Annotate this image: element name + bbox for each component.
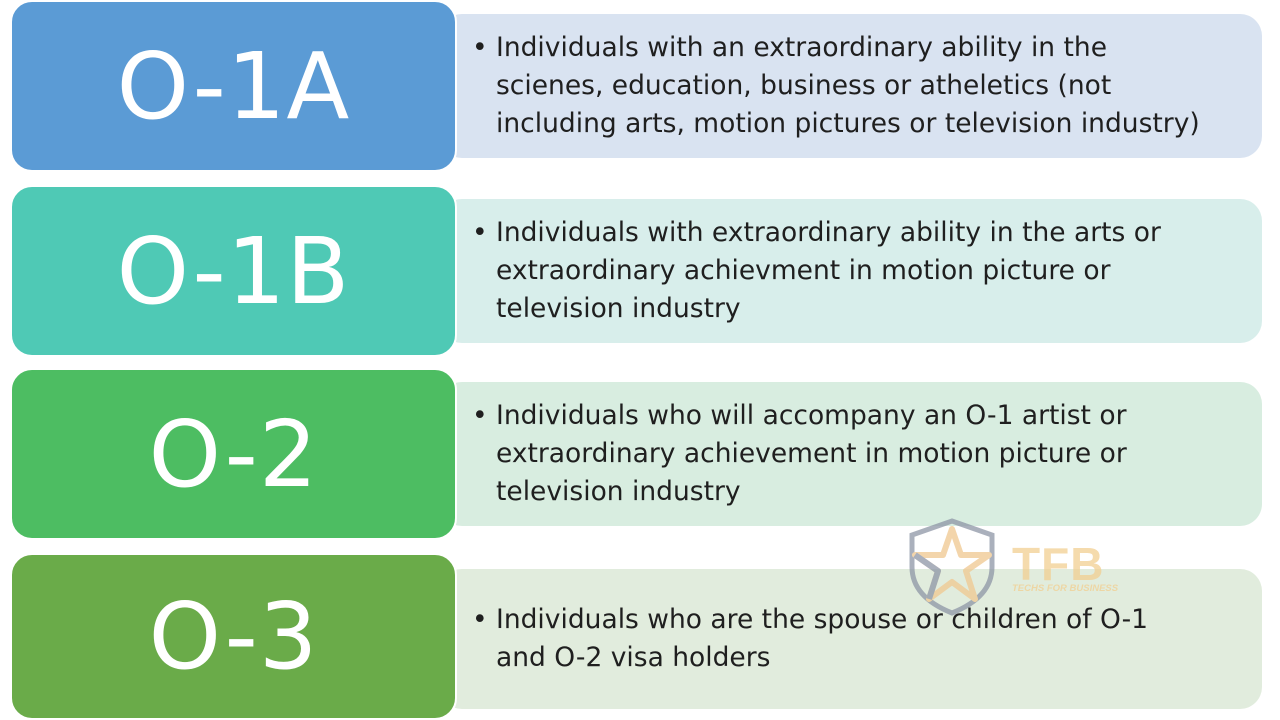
description-text-o1a: • Individuals with an extraordinary abil… [472, 29, 1200, 143]
description-line: television industry [496, 293, 741, 324]
description-line: Individuals who are the spouse or childr… [496, 604, 1149, 635]
watermark-subtitle: TECHS FOR BUSINESS [1012, 583, 1119, 594]
bullet-icon: • [472, 400, 488, 431]
description-line: Individuals with extraordinary ability i… [496, 217, 1161, 248]
category-row-o1b: • Individuals with extraordinary ability… [0, 185, 1280, 357]
description-text-o1b: • Individuals with extraordinary ability… [472, 214, 1161, 328]
category-label-text: O-3 [148, 583, 319, 690]
star-shield-icon [909, 518, 995, 616]
description-line: Individuals who will accompany an O-1 ar… [496, 400, 1127, 431]
bullet-icon: • [472, 32, 488, 63]
description-text-o2: • Individuals who will accompany an O-1 … [472, 397, 1127, 511]
category-label-o1a: O-1A [10, 0, 457, 172]
description-line: and O-2 visa holders [496, 642, 771, 673]
category-row-o2: • Individuals who will accompany an O-1 … [0, 368, 1280, 540]
category-label-o1b: O-1B [10, 185, 457, 357]
category-row-o1a: • Individuals with an extraordinary abil… [0, 0, 1280, 172]
description-panel-o1b: • Individuals with extraordinary ability… [440, 199, 1262, 343]
category-label-o2: O-2 [10, 368, 457, 540]
description-panel-o2: • Individuals who will accompany an O-1 … [440, 382, 1262, 526]
description-text-o3: • Individuals who are the spouse or chil… [472, 601, 1149, 677]
description-panel-o3: • Individuals who are the spouse or chil… [440, 569, 1262, 709]
bullet-icon: • [472, 217, 488, 248]
description-line: extraordinary achievment in motion pictu… [496, 255, 1111, 286]
category-label-text: O-1A [116, 32, 351, 140]
description-line: Individuals with an extraordinary abilit… [496, 32, 1108, 63]
description-panel-o1a: • Individuals with an extraordinary abil… [440, 14, 1262, 158]
description-line: including arts, motion pictures or telev… [496, 108, 1200, 139]
tfb-watermark: TFB TECHS FOR BUSINESS [900, 515, 1140, 625]
description-line: scienes, education, business or atheleti… [496, 70, 1112, 101]
description-line: television industry [496, 476, 741, 507]
watermark-title: TFB [1012, 538, 1105, 590]
category-label-text: O-2 [148, 400, 319, 508]
description-line: extraordinary achievement in motion pict… [496, 438, 1127, 469]
category-label-o3: O-3 [10, 553, 457, 720]
bullet-icon: • [472, 604, 488, 635]
category-label-text: O-1B [116, 217, 351, 325]
category-row-o3: • Individuals who are the spouse or chil… [0, 553, 1280, 720]
